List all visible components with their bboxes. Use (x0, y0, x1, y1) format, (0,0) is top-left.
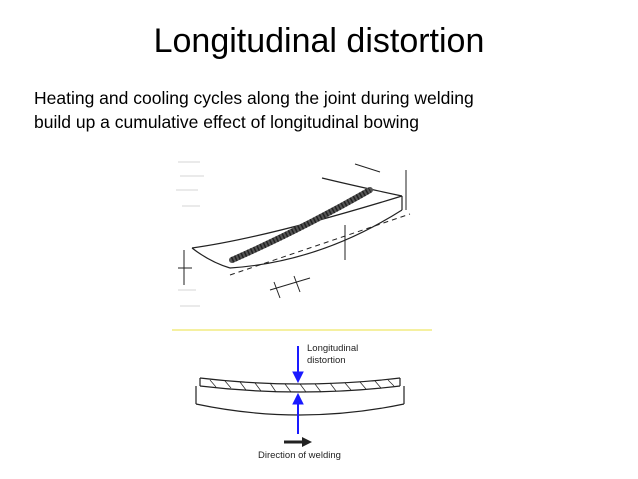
plate-left-edge (191, 247, 231, 269)
side-view-weld-strip-top (199, 377, 401, 385)
side-view-plate (195, 377, 405, 416)
plate-top-near-edge (191, 195, 403, 249)
slide-body-text: Heating and cooling cycles along the joi… (34, 86, 624, 134)
original-position-dashed-line (229, 213, 411, 276)
longitudinal-distortion-label-line2: distortion (307, 355, 346, 366)
welding-direction-arrow (284, 437, 312, 447)
distortion-arrow-down-head (292, 371, 304, 384)
distortion-arrows (292, 346, 304, 434)
dimension-line-front-tick-b (293, 275, 301, 293)
distortion-arrow-up-head (292, 392, 304, 405)
direction-of-welding-label: Direction of welding (258, 450, 341, 461)
weld-bead (229, 187, 373, 263)
plate-bottom-edge (229, 209, 403, 269)
welding-distortion-figure: Longitudinal distortion Direction of wel… (172, 161, 432, 461)
side-view-plate-bottom (195, 403, 405, 416)
background-scan-texture (176, 161, 204, 307)
longitudinal-distortion-label-line1: Longitudinal (307, 343, 358, 354)
dimension-line-top (354, 163, 381, 173)
side-view-weld-strip-bottom (199, 385, 401, 393)
isometric-plate-view (176, 161, 411, 307)
dimension-line-front-tick-a (273, 281, 281, 299)
body-line-2: build up a cumulative effect of longitud… (34, 112, 419, 132)
plate-top-far-edge (321, 177, 403, 197)
weld-strip-hatching (209, 379, 395, 393)
slide-title: Longitudinal distortion (153, 22, 485, 60)
body-line-1: Heating and cooling cycles along the joi… (34, 88, 474, 108)
